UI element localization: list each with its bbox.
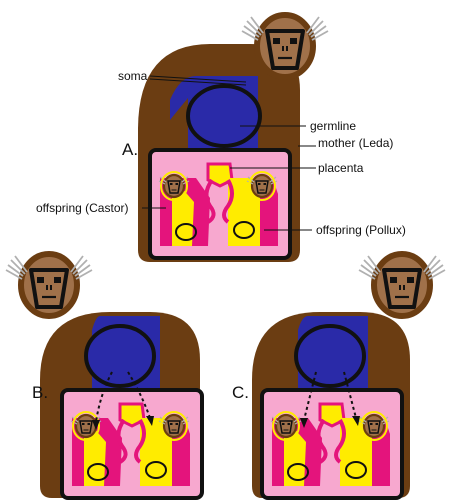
label-placenta: placenta (318, 161, 364, 175)
panel-label-c: C. (232, 383, 249, 402)
panel-c: C. (232, 254, 445, 498)
label-mother: mother (Leda) (318, 136, 393, 150)
panel-a: A. (122, 15, 328, 262)
germline-oval-b (84, 324, 156, 388)
panel-b: B. (6, 254, 202, 498)
label-offspring-pollux: offspring (Pollux) (316, 223, 406, 237)
annotations: soma germline mother (Leda) placenta off… (36, 69, 406, 237)
germline-oval-c (294, 324, 366, 388)
panel-label-a: A. (122, 140, 138, 159)
panel-label-b: B. (32, 383, 48, 402)
label-soma: soma (118, 69, 148, 83)
mother-face-b (6, 254, 92, 316)
germline-oval-a (186, 84, 262, 148)
label-offspring-castor: offspring (Castor) (36, 201, 128, 215)
mother-face-c (359, 254, 445, 316)
label-germline: germline (310, 119, 356, 133)
